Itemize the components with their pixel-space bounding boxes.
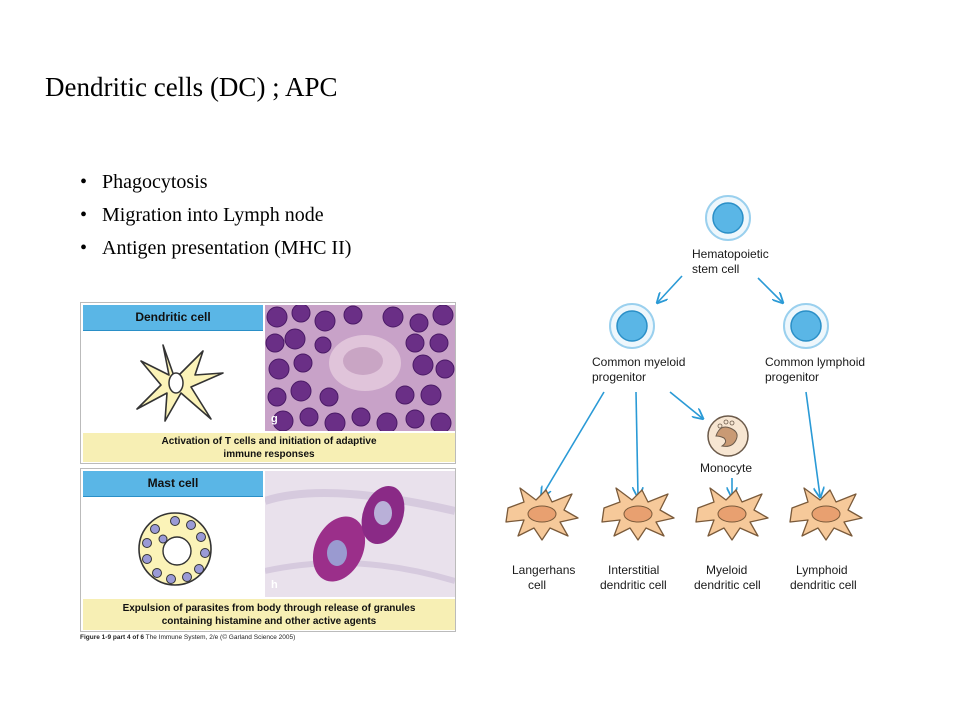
interstitial-dendritic-cell (601, 487, 675, 541)
myeloid-dc-label: dendritic cell (694, 578, 761, 592)
panel-caption: Expulsion of parasites from body through… (83, 599, 455, 630)
arrow (636, 391, 638, 496)
caption-line: Activation of T cells and initiation of … (161, 435, 377, 447)
lymphoid-progenitor-label: Common lymphoid (765, 355, 865, 369)
photo-label: h (271, 579, 278, 591)
credit-figure-number: Figure 1-9 part 4 of 6 (80, 634, 144, 641)
textbook-figure: Dendritic cell (80, 302, 456, 632)
slide-title: Dendritic cells (DC) ; APC (45, 72, 338, 102)
langerhans-label: Langerhans (512, 563, 575, 577)
stem-cell (705, 195, 751, 241)
interstitial-label: dendritic cell (600, 578, 667, 592)
arrow (542, 391, 605, 496)
arrow (658, 275, 683, 302)
langerhans-label: cell (528, 578, 546, 592)
panel-heading: Dendritic cell (83, 305, 263, 331)
myeloid-progenitor-label: Common myeloid (592, 355, 685, 369)
dendritic-cell-micrograph: g (265, 305, 455, 431)
stem-cell-label: stem cell (692, 262, 739, 276)
mast-cell-micrograph: h (265, 471, 455, 597)
myeloid-dc-label: Myeloid (706, 563, 747, 577)
bullet-list: Phagocytosis Migration into Lymph node A… (80, 166, 351, 265)
myeloid-progenitor-cell (609, 303, 655, 349)
panel-heading: Mast cell (83, 471, 263, 497)
bullet-item: Antigen presentation (MHC II) (80, 232, 351, 265)
dendritic-cell-drawing (83, 331, 263, 431)
monocyte-cell (707, 415, 749, 457)
caption-line: immune responses (223, 448, 315, 460)
arrow (757, 277, 782, 302)
panel-caption: Activation of T cells and initiation of … (83, 433, 455, 462)
lymphoid-dendritic-cell (789, 487, 863, 541)
figure-credit: Figure 1-9 part 4 of 6 The Immune System… (80, 634, 295, 641)
mast-cell-panel: Mast cell (80, 468, 456, 632)
myeloid-progenitor-label: progenitor (592, 370, 646, 384)
monocyte-label: Monocyte (700, 461, 752, 475)
arrow (669, 391, 702, 418)
lymphoid-dc-label: Lymphoid (796, 563, 848, 577)
lymphoid-progenitor-label: progenitor (765, 370, 819, 384)
arrow (805, 391, 820, 496)
lymphoid-dc-label: dendritic cell (790, 578, 857, 592)
bullet-item: Migration into Lymph node (80, 199, 351, 232)
stem-cell-label: Hematopoietic (692, 247, 769, 261)
photo-label: g (271, 413, 278, 425)
caption-line: Expulsion of parasites from body through… (122, 602, 416, 614)
dendritic-cell-panel: Dendritic cell (80, 302, 456, 464)
mast-cell-drawing (83, 497, 263, 597)
interstitial-label: Interstitial (608, 563, 659, 577)
caption-line: containing histamine and other active ag… (161, 615, 377, 627)
langerhans-cell (505, 487, 579, 541)
bullet-item: Phagocytosis (80, 166, 351, 199)
lymphoid-progenitor-cell (783, 303, 829, 349)
myeloid-dendritic-cell (695, 487, 769, 541)
dendritic-cell-lineage-diagram: Hematopoietic stem cell Common myeloid p… (505, 195, 865, 592)
credit-source: The Immune System, 2/e (© Garland Scienc… (143, 634, 296, 641)
